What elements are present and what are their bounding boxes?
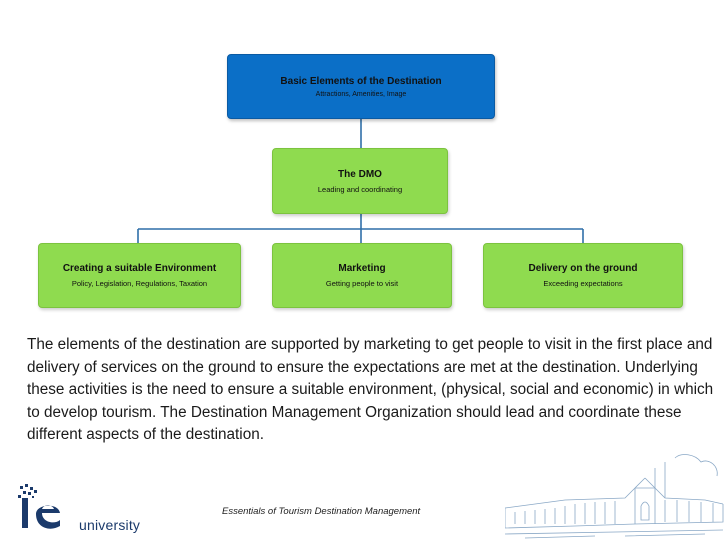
node-dmo-title: The DMO (338, 168, 382, 180)
node-delivery-subtitle: Exceeding expectations (543, 279, 623, 288)
logo-university-text: university (79, 517, 141, 533)
node-marketing-title: Marketing (338, 263, 386, 274)
node-environment-subtitle: Policy, Legislation, Regulations, Taxati… (71, 279, 208, 288)
node-basic-elements-subtitle: Attractions, Amenities, Image (315, 90, 407, 98)
node-dmo-subtitle: Leading and coordinating (317, 184, 403, 194)
footer-caption: Essentials of Tourism Destination Manage… (222, 506, 421, 517)
node-basic-elements: Basic Elements of the Destination Attrac… (227, 54, 495, 119)
node-delivery: Delivery on the ground Exceeding expecta… (483, 243, 683, 308)
ie-university-logo-icon (18, 484, 60, 529)
node-delivery-title: Delivery on the ground (528, 263, 638, 274)
explanation-paragraph: The elements of the destination are supp… (27, 336, 714, 443)
node-environment: Creating a suitable Environment Policy, … (38, 243, 241, 308)
node-environment-title: Creating a suitable Environment (62, 263, 217, 274)
node-dmo: The DMO Leading and coordinating (272, 148, 448, 214)
node-marketing-subtitle: Getting people to visit (325, 279, 399, 288)
campus-building-sketch-icon (505, 454, 724, 539)
node-marketing: Marketing Getting people to visit (272, 243, 452, 308)
node-basic-elements-title: Basic Elements of the Destination (280, 75, 442, 87)
